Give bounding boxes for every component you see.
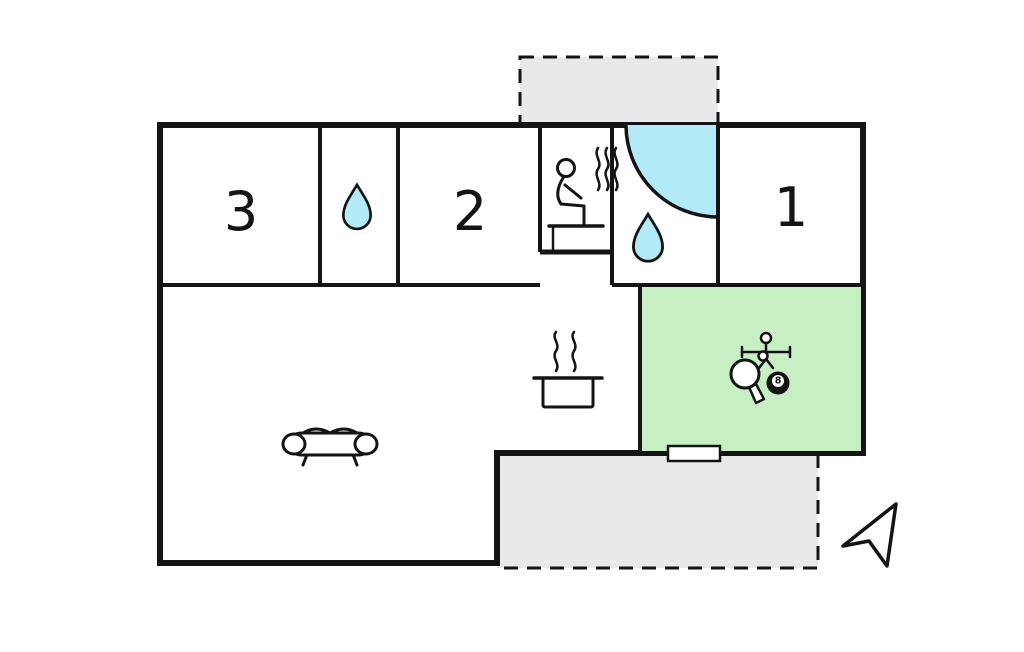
door-window-marker [666,444,722,463]
eight-ball-icon: 8 [766,371,790,395]
room-label-1: 1 [774,176,808,239]
room-label-3: 3 [224,180,258,243]
table-tennis-ball-icon [757,350,769,362]
room-label-2: 2 [453,180,487,243]
eight-ball-number: 8 [775,376,782,387]
shower-area-fill [626,125,718,217]
person-legs [559,202,586,226]
sauna-steam-icon [595,146,619,192]
sofa-armrest [281,432,307,456]
person-back [556,176,565,206]
sofa-icon [281,427,379,467]
sofa-cushions [301,427,359,435]
person-head [556,158,576,178]
interior-walls [160,125,863,453]
sofa-armrest [353,432,379,456]
pot-steam-icon [553,330,577,373]
sauna-person-icon [547,158,605,252]
paddle-face [729,358,761,390]
person-arm [563,183,583,200]
foosball-player-icon [740,331,792,370]
terrace-bottom [495,451,820,570]
table-tennis-paddle-icon [729,358,766,405]
terrace-top [518,55,720,127]
cooking-pot-icon [532,376,604,409]
shower-area-curve [624,124,719,219]
north-arrow-icon [841,502,898,568]
